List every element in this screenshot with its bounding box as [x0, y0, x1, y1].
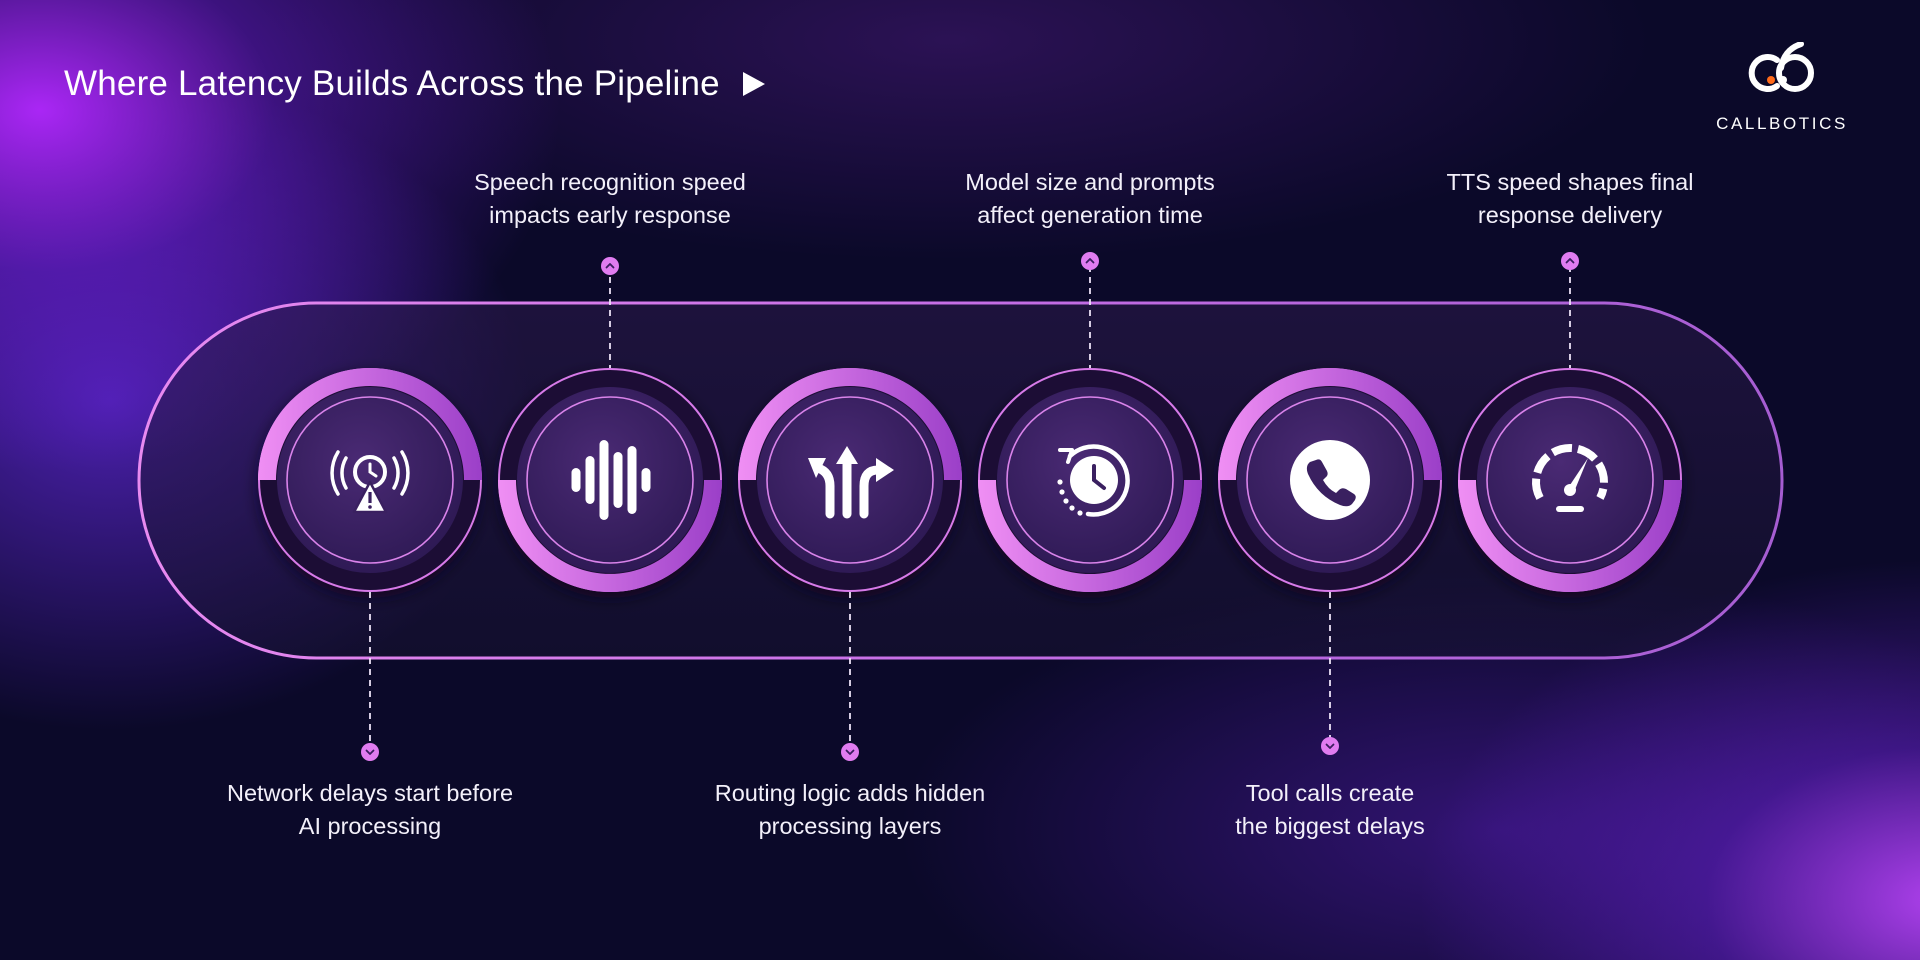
stage-inner-ring: [1486, 396, 1654, 564]
stage-ring-arc: [738, 368, 962, 480]
stage-disc: [517, 387, 703, 573]
pipeline-stage: [738, 368, 962, 761]
stage-caption: Model size and prompts affect generation…: [965, 169, 1215, 228]
pipeline-stage: [1218, 368, 1442, 755]
speedometer-icon: [1532, 444, 1608, 512]
connector-marker: [601, 257, 619, 275]
connector-marker: [1321, 737, 1339, 755]
brand-name: CALLBOTICS: [1716, 114, 1848, 133]
routing-arrows-icon: [808, 446, 894, 519]
stage-ring-arc: [498, 480, 722, 592]
stage-inner-ring: [286, 396, 454, 564]
chevron-up-icon: [1565, 258, 1575, 264]
sound-wave-icon: [571, 440, 651, 520]
pipeline-stage: [258, 368, 482, 761]
page-title: Where Latency Builds Across the Pipeline: [64, 64, 766, 104]
stage-inner-ring: [1246, 396, 1414, 564]
pipeline-stage: [498, 257, 722, 592]
chevron-up-icon: [605, 263, 615, 269]
stage-inner-ring: [766, 396, 934, 564]
stage-ring-arc: [1218, 368, 1442, 480]
connector-marker: [1081, 252, 1099, 270]
chevron-up-icon: [1085, 258, 1095, 264]
pipeline-stage: [978, 252, 1202, 592]
connector-marker: [841, 743, 859, 761]
stage-ring-arc: [1458, 480, 1682, 592]
pipeline-stage: [1458, 252, 1682, 592]
stage-caption: Network delays start before AI processin…: [226, 780, 514, 839]
chevron-down-icon: [1325, 743, 1335, 749]
title-text: Where Latency Builds Across the Pipeline: [64, 64, 720, 103]
stage-caption: TTS speed shapes final response delivery: [1446, 169, 1694, 228]
stage-disc: [277, 387, 463, 573]
phone-call-icon: [1290, 440, 1370, 520]
stage-ring-arc: [258, 368, 482, 480]
callbotics-bot-logo: [1748, 42, 1814, 92]
chevron-down-icon: [845, 749, 855, 755]
stage-disc: [1477, 387, 1663, 573]
stage-caption: Speech recognition speed impacts early r…: [474, 169, 746, 228]
connector-marker: [1561, 252, 1579, 270]
stage-caption: Tool calls create the biggest delays: [1235, 780, 1425, 839]
stage-inner-ring: [1006, 396, 1174, 564]
network-alert-clock-icon: [330, 450, 410, 514]
stage-inner-ring: [526, 396, 694, 564]
brand-logo: CALLBOTICS: [1696, 42, 1868, 136]
chevron-down-icon: [365, 749, 375, 755]
play-triangle-icon: [742, 72, 765, 96]
stage-caption: Routing logic adds hidden processing lay…: [714, 780, 986, 839]
connector-marker: [361, 743, 379, 761]
stage-ring-arc: [978, 480, 1202, 592]
clock-history-icon: [1057, 444, 1130, 517]
